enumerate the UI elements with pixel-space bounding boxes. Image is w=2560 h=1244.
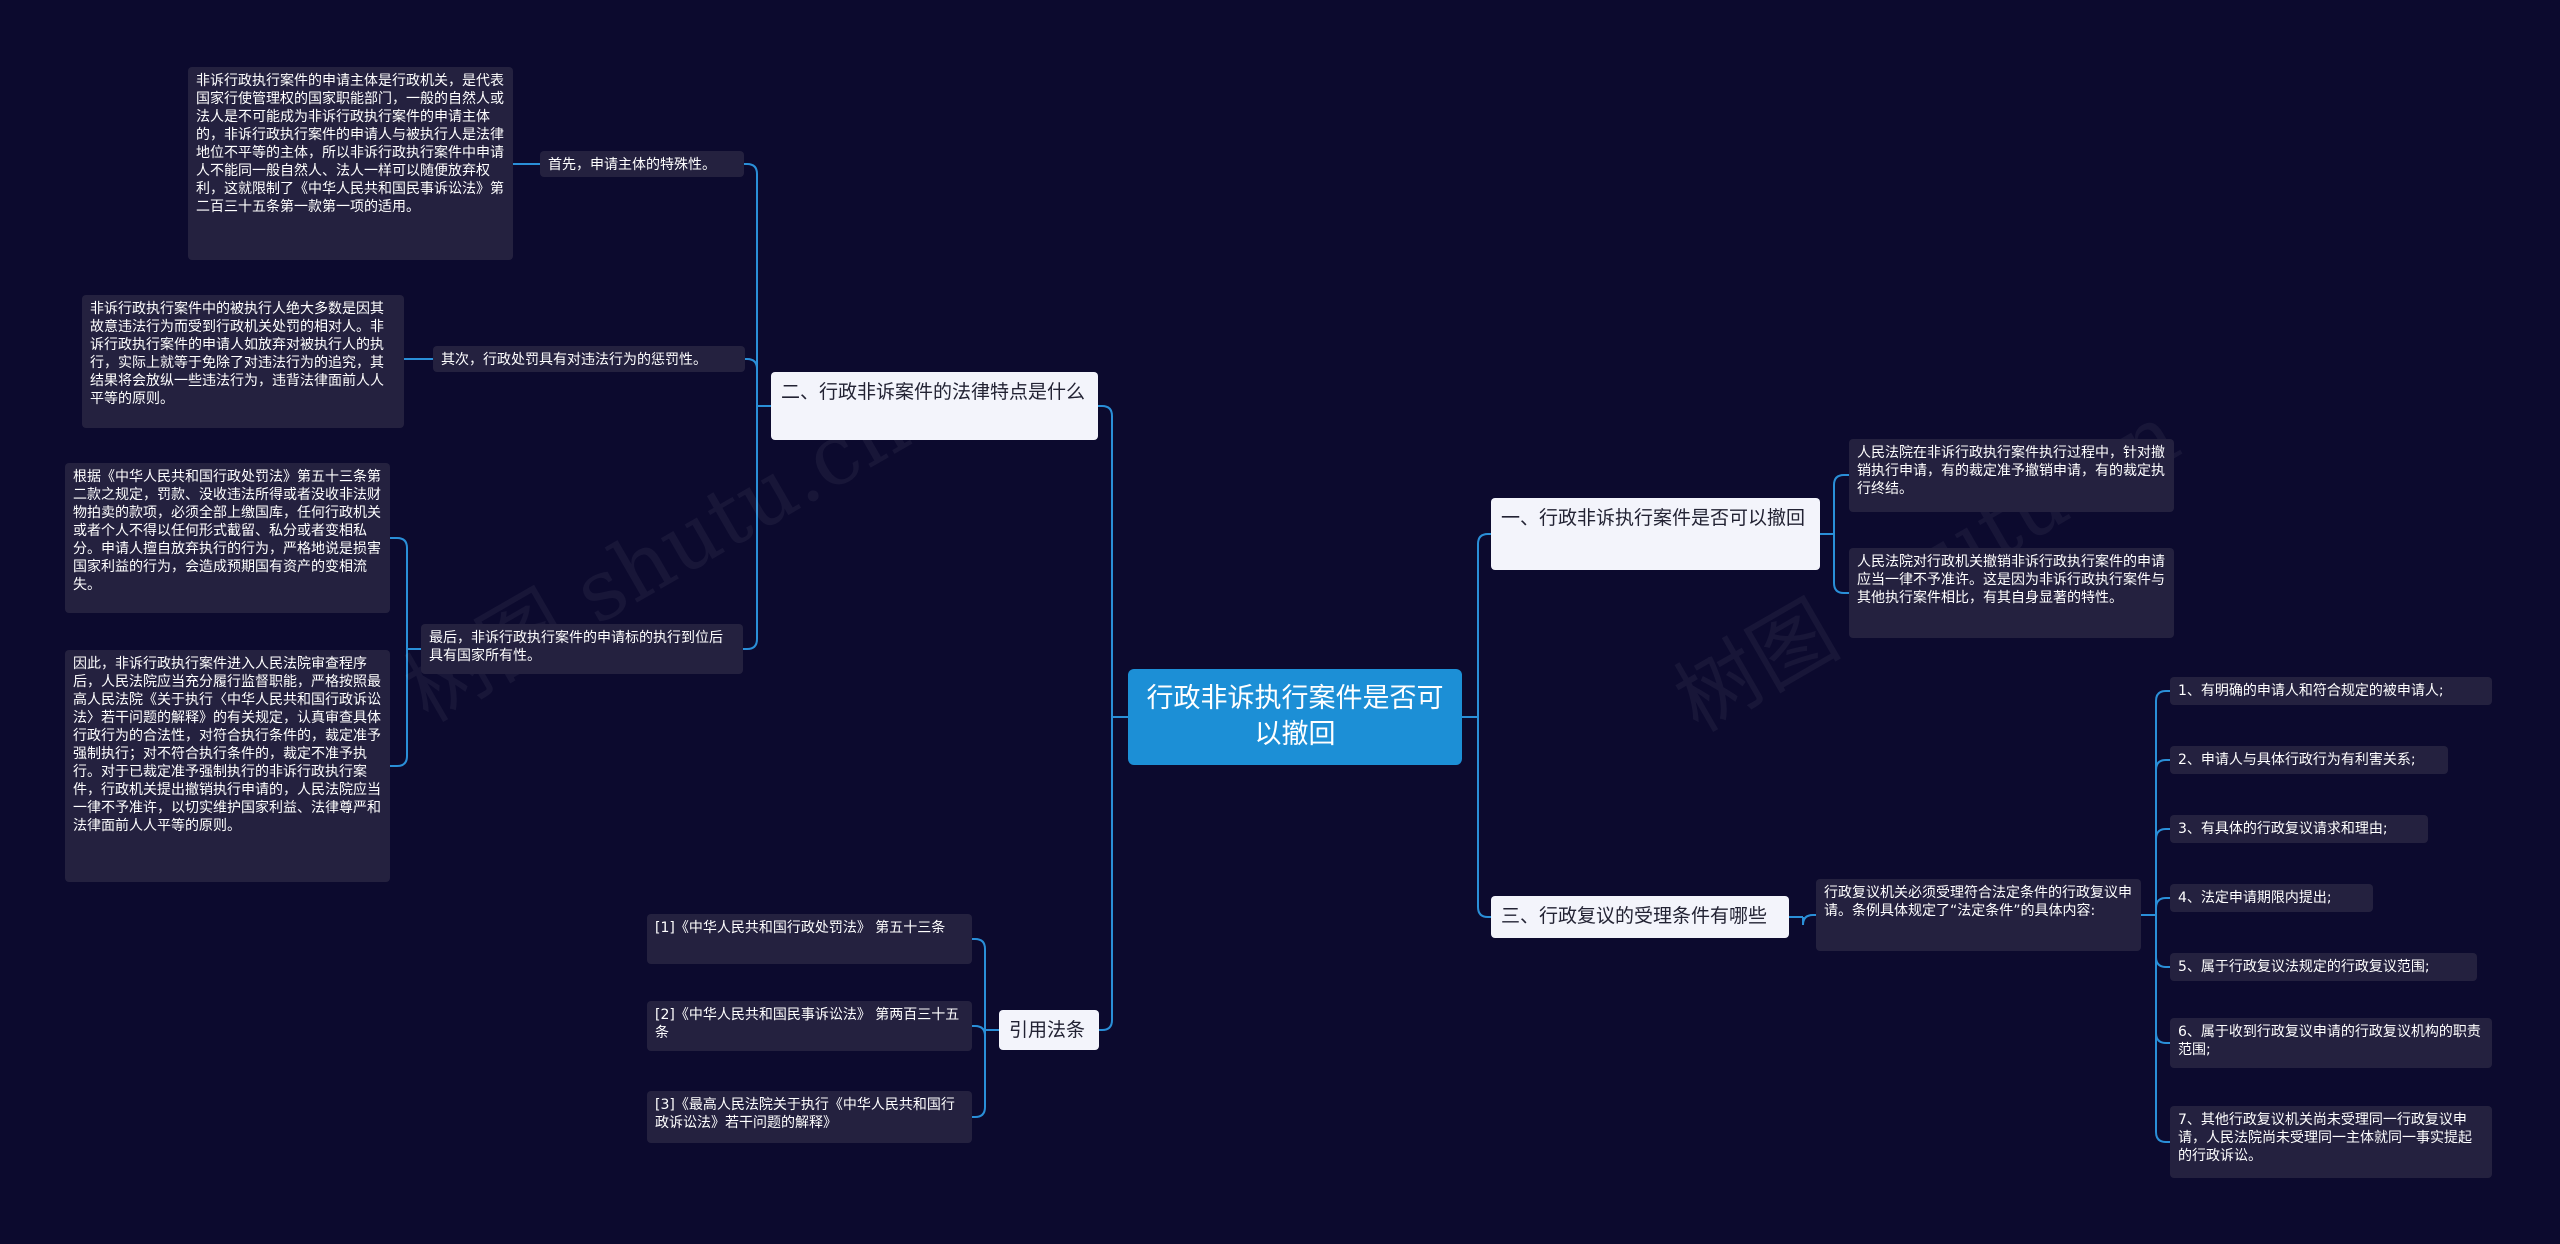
condition-4[interactable]: 4、法定申请期限内提出;: [2170, 884, 2373, 912]
sub-subject-particularity[interactable]: 首先，申请主体的特殊性。: [540, 151, 744, 177]
connector-line: [972, 1025, 986, 1037]
connector-line: [1477, 717, 1491, 918]
connector-line: [1802, 914, 1816, 926]
condition-5[interactable]: 5、属于行政复议法规定的行政复议范围;: [2170, 953, 2477, 981]
law-ref-1[interactable]: [1]《中华人民共和国行政处罚法》 第五十三条: [647, 914, 972, 964]
detail-punitive: 非诉行政执行案件中的被执行人绝大多数是因其故意违法行为而受到行政机关处罚的相对人…: [82, 295, 404, 428]
detail-withdraw-rule: 人民法院对行政机关撤销非诉行政执行案件的申请应当一律不予准许。这是因为非诉行政执…: [1849, 548, 2174, 638]
connector-line: [2155, 915, 2170, 1044]
connector-line: [972, 938, 986, 1030]
connector-line: [2155, 828, 2170, 915]
connector-line: [1833, 534, 1849, 594]
branch-review-conditions[interactable]: 三、行政复议的受理条件有哪些: [1491, 896, 1789, 938]
connector-line: [1098, 405, 1113, 717]
branch-cited-laws[interactable]: 引用法条: [999, 1010, 1099, 1050]
connector-line: [1833, 474, 1849, 534]
sub-punitive-nature[interactable]: 其次，行政处罚具有对违法行为的惩罚性。: [433, 346, 745, 372]
root-node[interactable]: 行政非诉执行案件是否可以撤回: [1128, 669, 1462, 765]
condition-2[interactable]: 2、申请人与具体行政行为有利害关系;: [2170, 746, 2448, 774]
condition-7[interactable]: 7、其他行政复议机关尚未受理同一行政复议申请，人民法院尚未受理同一主体就同一事实…: [2170, 1106, 2492, 1178]
connector-line: [972, 1030, 986, 1118]
condition-1[interactable]: 1、有明确的申请人和符合规定的被申请人;: [2170, 677, 2492, 705]
detail-penalty-law: 根据《中华人民共和国行政处罚法》第五十三条第二款之规定，罚款、没收违法所得或者没…: [65, 463, 390, 613]
connector-line: [2155, 915, 2170, 1143]
branch-can-withdraw[interactable]: 一、行政非诉执行案件是否可以撤回: [1491, 498, 1820, 570]
sub-state-ownership[interactable]: 最后，非诉行政执行案件的申请标的执行到位后具有国家所有性。: [421, 624, 743, 674]
connector-line: [744, 163, 758, 406]
review-conditions-intro: 行政复议机关必须受理符合法定条件的行政复议申请。条例具体规定了“法定条件”的具体…: [1816, 879, 2141, 951]
connector-line: [2155, 759, 2170, 915]
connector-line: [1099, 717, 1113, 1031]
condition-3[interactable]: 3、有具体的行政复议请求和理由;: [2170, 815, 2428, 843]
connector-line: [743, 406, 758, 650]
connector-line: [390, 649, 408, 767]
connector-line: [744, 358, 758, 406]
law-ref-2[interactable]: [2]《中华人民共和国民事诉讼法》 第两百三十五条: [647, 1001, 972, 1051]
connector-line: [1477, 533, 1491, 717]
condition-6[interactable]: 6、属于收到行政复议申请的行政复议机构的职责范围;: [2170, 1018, 2492, 1068]
connector-line: [390, 537, 408, 649]
connector-line: [2155, 915, 2170, 968]
detail-withdraw-practice: 人民法院在非诉行政执行案件执行过程中，针对撤销执行申请，有的裁定准予撤销申请，有…: [1849, 439, 2174, 512]
detail-applicant-subject: 非诉行政执行案件的申请主体是行政机关，是代表国家行使管理权的国家职能部门，一般的…: [188, 67, 513, 260]
law-ref-3[interactable]: [3]《最高人民法院关于执行《中华人民共和国行政诉讼法》若干问题的解释》: [647, 1091, 972, 1143]
detail-court-supervision: 因此，非诉行政执行案件进入人民法院审查程序后，人民法院应当充分履行监督职能，严格…: [65, 650, 390, 882]
connector-line: [2155, 690, 2170, 915]
branch-legal-features[interactable]: 二、行政非诉案件的法律特点是什么: [771, 372, 1098, 440]
connector-line: [2155, 897, 2170, 915]
